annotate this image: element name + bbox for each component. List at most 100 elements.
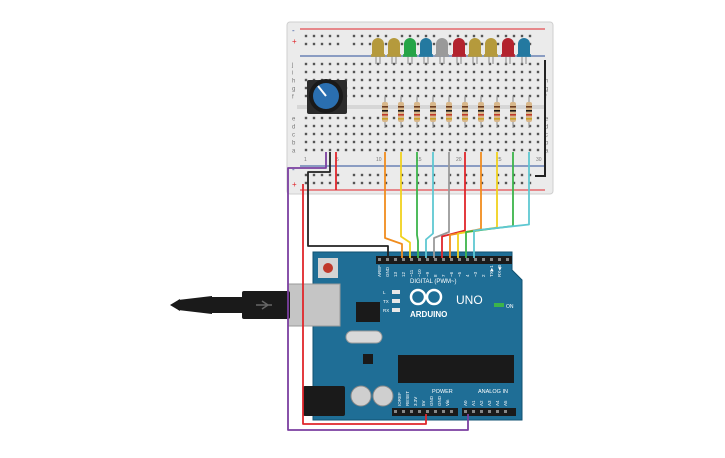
hole [320,132,324,136]
resistor-band [478,110,484,112]
hole [336,124,340,128]
hole [344,116,348,120]
hole [408,62,412,66]
led[interactable] [404,38,416,56]
wire[interactable] [433,152,450,258]
hole [504,140,508,144]
hole [440,132,444,136]
hole [392,78,396,82]
hole [416,34,420,38]
wire[interactable] [384,152,403,258]
led[interactable] [469,38,481,56]
resistor-band [430,118,436,120]
led[interactable] [453,38,465,56]
hole [528,124,532,128]
hole [536,132,540,136]
hole [520,70,524,74]
pin-label: ~11 [409,269,414,277]
pin-hole [378,258,381,261]
hole [496,70,500,74]
gnd-rail-jumper[interactable] [535,60,546,177]
resistor-band [478,114,484,116]
hole [328,116,332,120]
hole [432,34,436,38]
hole [512,62,516,66]
hole [440,140,444,144]
hole [360,70,364,74]
hole [376,124,380,128]
hole [400,78,404,82]
hole [512,148,516,152]
led[interactable] [388,38,400,56]
wire[interactable] [473,152,530,258]
resistor-band [414,118,420,120]
resistor-band [446,118,452,120]
hole [440,70,444,74]
pin-hole [482,258,485,261]
wire[interactable] [416,152,419,258]
hole [432,42,436,46]
hole [400,140,404,144]
reset-button-cap[interactable] [323,263,333,273]
hole [424,173,428,177]
led-rim [371,54,385,57]
pin-hole [496,410,499,413]
led-rim [517,54,531,57]
jumper-wires[interactable] [287,152,530,431]
led-array[interactable] [371,38,531,64]
row-letter: h [292,79,295,85]
potentiometer[interactable] [307,79,347,114]
wire[interactable] [425,152,434,258]
hole [352,70,356,74]
usb-cable[interactable] [170,291,290,319]
hole [464,124,468,128]
led[interactable] [502,38,514,56]
hole [448,62,452,66]
row-letter: f [292,95,294,101]
led[interactable] [518,38,530,56]
hole [504,132,508,136]
hole [464,94,468,98]
hole [480,148,484,152]
pin-hole [402,258,405,261]
usb-port[interactable] [287,283,341,327]
microcontroller-chip [398,355,514,383]
hole [376,86,380,90]
power-header[interactable] [392,408,458,416]
hole [320,181,324,185]
hole [504,94,508,98]
hole [352,116,356,120]
hole [416,181,420,185]
led[interactable] [420,38,432,56]
hole [352,181,356,185]
hole [408,78,412,82]
hole [328,148,332,152]
row-letter: j [291,63,293,69]
led[interactable] [485,38,497,56]
hole [384,173,388,177]
resistor-array[interactable] [382,96,532,128]
hole [440,86,444,90]
led[interactable] [436,38,448,56]
pin-label: A4 [495,400,500,406]
hole [320,140,324,144]
wire[interactable] [307,152,389,258]
led[interactable] [372,38,384,56]
hole [416,42,420,46]
hole [376,62,380,66]
hole [360,173,364,177]
hole [496,181,500,185]
hole [456,148,460,152]
resistor-band [398,110,404,112]
wire[interactable] [287,152,469,431]
column-number: 15 [416,157,422,163]
hole [488,78,492,82]
wire[interactable] [400,152,411,258]
digital-label: DIGITAL (PWM~) [410,279,457,285]
power-jack[interactable] [303,386,345,416]
hole [368,86,372,90]
hole [456,86,460,90]
wire[interactable] [302,152,427,425]
